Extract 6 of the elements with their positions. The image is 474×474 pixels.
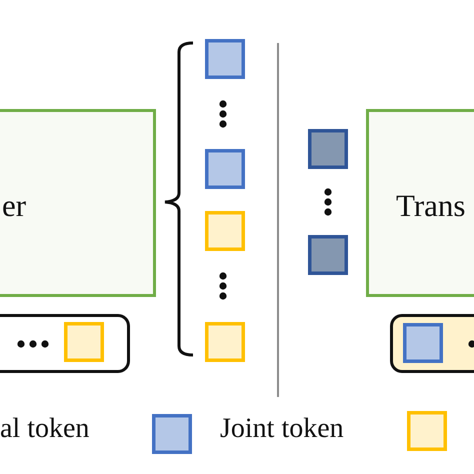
box-title: Trans bbox=[396, 188, 466, 223]
model-box bbox=[0, 109, 156, 297]
model-box bbox=[366, 109, 474, 297]
token-caption: al token bbox=[0, 413, 90, 445]
legend-label: Joint token bbox=[220, 413, 344, 445]
box-title: er bbox=[2, 188, 26, 223]
